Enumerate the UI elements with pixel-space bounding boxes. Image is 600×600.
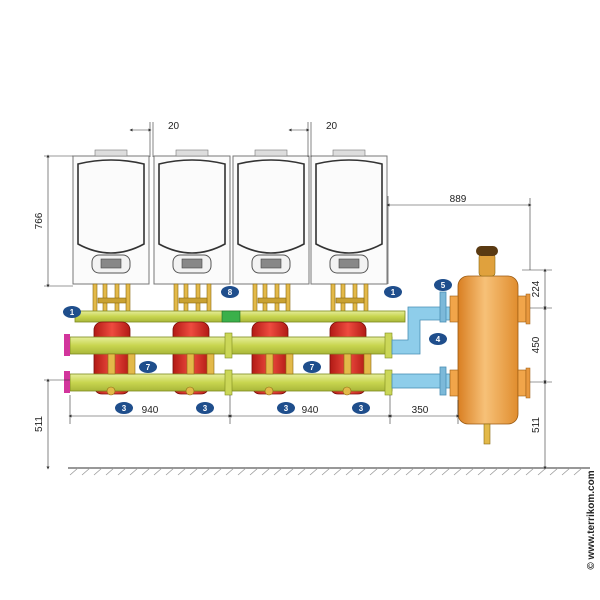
badge-8: 8 [221, 286, 239, 298]
dim-separator-between: 450 [531, 336, 542, 353]
dimension-labels: 20 20 766 511 889 224 450 511 940 940 35… [34, 121, 542, 433]
boiler-2 [153, 149, 231, 285]
dim-manifold-to-separator: 350 [412, 405, 429, 416]
svg-text:7: 7 [310, 363, 315, 372]
svg-text:5: 5 [441, 281, 446, 290]
badge-7-left: 7 [139, 361, 157, 373]
boiler-4 [310, 149, 388, 285]
badge-1-left: 1 [63, 306, 81, 318]
dim-separator-top: 224 [531, 280, 542, 297]
dim-module-left: 940 [142, 405, 159, 416]
dim-module-right: 940 [302, 405, 319, 416]
hydraulic-separator [449, 246, 531, 445]
badge-5: 5 [434, 279, 452, 291]
boiler-connections [92, 283, 369, 315]
dim-gap-left: 20 [168, 121, 180, 132]
floor [68, 467, 590, 476]
badge-3-a: 3 [115, 402, 133, 414]
svg-text:1: 1 [70, 308, 75, 317]
dim-right-height: 511 [531, 417, 542, 433]
svg-text:3: 3 [203, 404, 208, 413]
boiler-1 [72, 149, 150, 285]
dim-left-height: 511 [34, 416, 45, 432]
badge-7-right: 7 [303, 361, 321, 373]
dimension-lines [44, 122, 552, 470]
dim-gap-right: 20 [326, 121, 338, 132]
svg-text:7: 7 [146, 363, 151, 372]
gas-manifold [74, 310, 406, 323]
svg-text:3: 3 [359, 404, 364, 413]
badge-4: 4 [429, 333, 447, 345]
end-caps [64, 334, 70, 393]
badges: 1 1 8 5 4 7 7 3 [63, 279, 452, 414]
boiler-3 [232, 149, 310, 285]
badge-3-b: 3 [196, 402, 214, 414]
svg-text:1: 1 [391, 288, 396, 297]
boilers [72, 149, 388, 285]
badge-3-c: 3 [277, 402, 295, 414]
watermark-text: © www.terrikom.com [586, 470, 597, 569]
valves [106, 353, 372, 396]
svg-text:3: 3 [284, 404, 289, 413]
svg-text:3: 3 [122, 404, 127, 413]
svg-text:4: 4 [436, 335, 441, 344]
badge-3-d: 3 [352, 402, 370, 414]
badge-1-right: 1 [384, 286, 402, 298]
svg-text:8: 8 [228, 288, 233, 297]
dim-boiler-height: 766 [34, 212, 45, 229]
dim-boiler-to-separator: 889 [450, 194, 467, 205]
